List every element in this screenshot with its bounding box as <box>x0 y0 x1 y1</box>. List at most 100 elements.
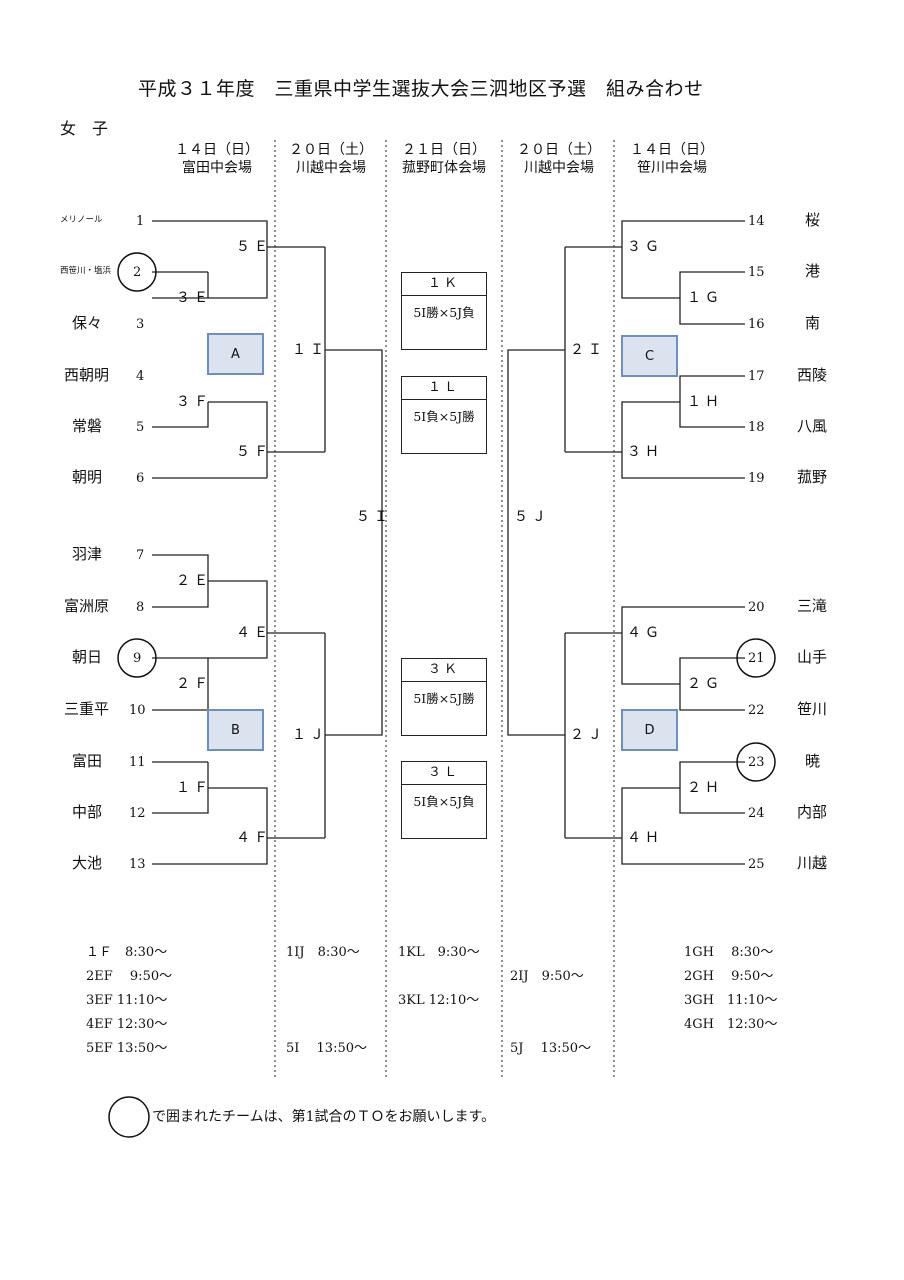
col1-day: １４日（日） <box>175 142 259 158</box>
col3-venue: 菰野町体会場 <box>402 160 486 176</box>
right-team-name: 八風 <box>797 417 828 435</box>
match-label: ４Ｇ <box>627 625 663 641</box>
venue-dividers <box>274 140 615 1078</box>
left-team-num: 10 <box>129 703 146 718</box>
col2-day: ２０日（土） <box>289 142 373 158</box>
gender-label: 女 子 <box>60 119 109 138</box>
schedule-item: 3KL 12:10～ <box>398 993 480 1008</box>
col4-day: ２０日（土） <box>517 142 601 158</box>
match-label: ３Ｅ <box>176 290 212 306</box>
schedule-item: 5EF 13:50～ <box>86 1041 168 1056</box>
left-team-num: 3 <box>136 317 145 332</box>
left-team-name: 常磐 <box>72 417 103 435</box>
match-label: ５Ｊ <box>514 509 550 525</box>
left-team-name: 保々 <box>72 314 103 332</box>
schedule-item: 4EF 12:30～ <box>86 1017 168 1032</box>
match-label: １Ｆ <box>176 780 212 796</box>
match-label: １Ｉ <box>292 342 328 358</box>
left-team-num: 13 <box>129 857 146 872</box>
schedule-item: 2EF 9:50～ <box>86 969 173 984</box>
left-team-num: 9 <box>133 651 142 666</box>
right-team-num: 16 <box>748 317 765 332</box>
match-label: １Ｇ <box>687 290 723 306</box>
left-team-num: 2 <box>133 265 142 280</box>
right-team-name: 桜 <box>805 211 821 229</box>
schedule-item: 1KL 9:30～ <box>398 945 480 960</box>
left-team-name: 大池 <box>72 854 103 872</box>
placement-desc: 5I負×5J勝 <box>413 409 475 424</box>
placement-desc: 5I負×5J負 <box>413 794 475 809</box>
match-label: ２Ｅ <box>176 573 212 589</box>
placement-match-1k: １Ｋ 5I勝×5J負 <box>401 272 487 350</box>
col4-venue: 川越中会場 <box>524 160 594 176</box>
left-team-name: 富田 <box>72 752 103 770</box>
match-label: ５Ｆ <box>236 444 272 460</box>
left-team-name: 西朝明 <box>64 366 110 384</box>
left-team-num: 12 <box>129 806 146 821</box>
match-label: ４Ｅ <box>236 625 272 641</box>
col5-day: １４日（日） <box>630 142 714 158</box>
right-team-name: 西陵 <box>797 366 828 384</box>
schedule-item: １Ｆ 8:30～ <box>86 945 168 960</box>
left-team-name: 朝日 <box>72 648 103 666</box>
right-team-num: 14 <box>748 214 765 229</box>
schedule-item: 3GH 11:10～ <box>684 993 778 1008</box>
right-team-name: 菰野 <box>797 468 828 486</box>
match-label: １Ｊ <box>292 727 328 743</box>
to-note: で囲まれたチームは、第1試合のＴＯをお願いします。 <box>152 1109 496 1125</box>
right-team-name: 川越 <box>797 854 828 872</box>
left-team-num: 11 <box>129 755 146 770</box>
left-team-name: 羽津 <box>72 545 103 563</box>
right-team-name: 港 <box>805 262 821 280</box>
legend-circle <box>108 1096 150 1138</box>
match-label: ５Ｅ <box>236 239 272 255</box>
match-label: ２Ｇ <box>687 676 723 692</box>
match-label: １Ｈ <box>687 394 723 410</box>
page-title: 平成３１年度 三重県中学生選抜大会三泗地区予選 組み合わせ <box>138 78 704 100</box>
right-team-num: 24 <box>748 806 765 821</box>
to-circle-9 <box>117 638 157 678</box>
placement-label: １Ｌ <box>402 377 486 400</box>
match-label: ２Ｈ <box>687 780 723 796</box>
right-team-num: 19 <box>748 471 765 486</box>
right-team-name: 南 <box>805 314 821 332</box>
placement-desc: 5I勝×5J勝 <box>413 691 475 706</box>
placement-desc: 5I勝×5J負 <box>413 305 475 320</box>
schedule-item: 3EF 11:10～ <box>86 993 168 1008</box>
placement-match-3l: ３Ｌ 5I負×5J負 <box>401 761 487 839</box>
left-team-name: 西笹川・塩浜 <box>60 266 112 276</box>
right-team-name: 三滝 <box>797 597 828 615</box>
right-team-name: 山手 <box>797 648 828 666</box>
seed-box-d: D <box>621 709 678 751</box>
match-label: ３Ｈ <box>627 444 663 460</box>
right-team-num: 20 <box>748 600 765 615</box>
placement-match-1l: １Ｌ 5I負×5J勝 <box>401 376 487 454</box>
placement-label: ３Ｋ <box>402 659 486 682</box>
right-team-name: 笹川 <box>797 700 828 718</box>
match-label: ５Ｉ <box>356 509 392 525</box>
schedule-item: 2GH 9:50～ <box>684 969 774 984</box>
to-circle-23 <box>736 742 776 782</box>
match-label: ４Ｆ <box>236 830 272 846</box>
match-label: ４Ｈ <box>627 830 663 846</box>
schedule-item: 5J 13:50～ <box>510 1041 592 1056</box>
right-team-num: 15 <box>748 265 765 280</box>
left-team-num: 1 <box>136 214 145 229</box>
match-label: ２Ｆ <box>176 676 212 692</box>
left-team-name: メリノール <box>60 215 103 225</box>
right-team-name: 内部 <box>797 803 828 821</box>
right-team-num: 25 <box>748 857 765 872</box>
schedule-item: 4GH 12:30～ <box>684 1017 778 1032</box>
left-team-name: 中部 <box>72 803 103 821</box>
left-team-name: 三重平 <box>64 700 110 718</box>
left-team-num: 5 <box>136 420 145 435</box>
seed-box-b: B <box>207 709 264 751</box>
seed-box-a: A <box>207 333 264 375</box>
col5-venue: 笹川中会場 <box>637 160 707 176</box>
left-team-num: 7 <box>136 548 145 563</box>
right-team-num: 18 <box>748 420 765 435</box>
placement-label: ３Ｌ <box>402 762 486 785</box>
right-team-name: 暁 <box>805 752 821 770</box>
col3-day: ２１日（日） <box>402 142 486 158</box>
